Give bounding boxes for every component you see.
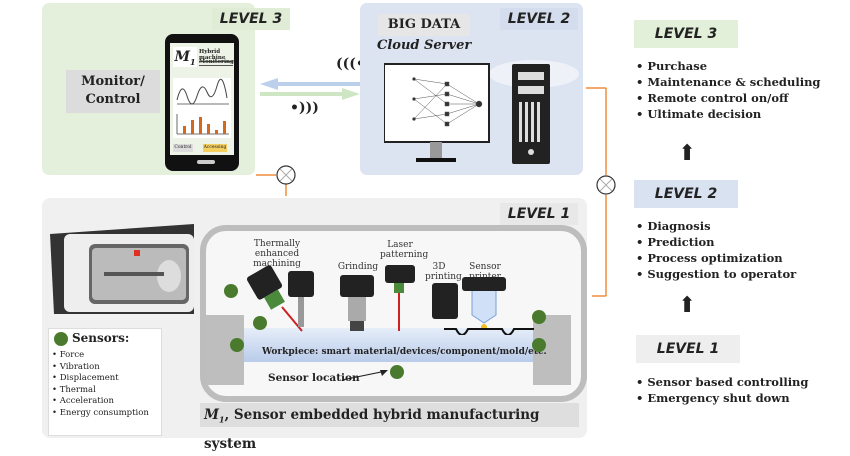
laser-tool [385, 265, 415, 283]
level2-function-item: Process optimization [636, 250, 796, 266]
sensor-type-item: • Force [52, 350, 85, 360]
level3-panel-label: LEVEL 3 [212, 8, 290, 30]
up-arrow-icon: ⬆ [678, 140, 697, 166]
tablet-subtitle-1: Hybrid machine [199, 49, 233, 62]
tablet-charts [173, 78, 231, 138]
cloud-server-label: Cloud Server [377, 38, 472, 53]
process-label: Laser patterning [380, 240, 429, 260]
right-level1-label: LEVEL 1 [636, 335, 740, 363]
wireless-signal-icon: (((• [336, 56, 365, 72]
monitor-icon [384, 63, 490, 143]
process-label: Grinding [337, 262, 379, 272]
level3-function-item: Remote control on/off [636, 90, 820, 106]
right-level2-label: LEVEL 2 [634, 180, 738, 208]
machine-illustration [50, 224, 194, 314]
level2-function-item: Diagnosis [636, 218, 796, 234]
level2-function-item: Prediction [636, 234, 796, 250]
sensor-location-label: Sensor location [268, 372, 360, 384]
server-illustration [384, 60, 579, 164]
process-label: 3D printing [425, 262, 462, 282]
sensors-legend-title: Sensors: [72, 331, 130, 345]
sensor-legend-dot [54, 332, 68, 346]
process-tools [246, 265, 534, 335]
level3-function-item: Maintenance & scheduling [636, 74, 820, 90]
sensor-type-item: • Vibration [52, 361, 100, 372]
level1-function-item: Emergency shut down [636, 390, 808, 406]
monitor-control-label: Monitor/ Control [66, 70, 160, 113]
grinding-tool [340, 275, 374, 297]
tablet-line-chart [176, 78, 228, 105]
tablet-bar [183, 126, 186, 134]
big-data-label: BIG DATA [378, 14, 470, 36]
sensor-type-item: • Energy consumption [52, 407, 149, 418]
level1-panel-label: LEVEL 1 [500, 203, 578, 225]
sensor-type-item: • Thermal [52, 384, 96, 395]
level2-function-item: Suggestion to operator [636, 266, 796, 282]
sensors-legend [48, 328, 162, 436]
process-label: Thermally enhanced machining [253, 239, 301, 269]
level3-function-item: Ultimate decision [636, 106, 820, 122]
sensor-printer-tool [462, 277, 506, 291]
tablet-control-button[interactable]: Control [173, 144, 193, 152]
right-level3-label: LEVEL 3 [634, 20, 738, 48]
sensor-dot [253, 316, 267, 330]
sensor-dot [390, 365, 404, 379]
tablet-bar [191, 120, 194, 134]
tablet-subtitle-2: Monitoring [199, 59, 234, 66]
sensor-type-item: • Displacement [52, 373, 119, 383]
tablet-bar [215, 130, 218, 134]
sensor-location-arrow [341, 370, 388, 381]
3d-printing-tool [432, 283, 458, 319]
summing-junction-icon [596, 175, 616, 195]
level1-function-item: Sensor based controlling [636, 374, 808, 390]
sensor-dot [230, 338, 244, 352]
workpiece [244, 328, 533, 362]
tablet-bar [199, 117, 202, 134]
up-arrow-icon: ⬆ [678, 292, 697, 318]
level2-functions-list: DiagnosisPredictionProcess optimizationS… [636, 218, 796, 282]
neural-network-icon [412, 77, 483, 127]
tablet-machine-symbol: M1 [173, 47, 197, 67]
tablet-bar [207, 124, 210, 134]
level3-function-item: Purchase [636, 58, 820, 74]
tablet-bar [223, 121, 226, 134]
level2-panel-label: LEVEL 2 [500, 8, 578, 30]
tablet-accessing-button[interactable]: Accessing [203, 144, 227, 152]
level3-functions-list: PurchaseMaintenance & schedulingRemote c… [636, 58, 820, 122]
bidirectional-arrow-icon [260, 78, 360, 100]
sensor-type-item: • Acceleration [52, 396, 115, 406]
sensor-dot [224, 284, 238, 298]
sensor-dot [532, 338, 546, 352]
wireless-signal-icon: •))) [290, 100, 319, 116]
machining-tool [288, 271, 314, 297]
level1-functions-list: Sensor based controllingEmergency shut d… [636, 374, 808, 406]
tablet-home-button [197, 160, 215, 164]
sensors-list: • Force• Vibration• Displacement• Therma… [52, 350, 149, 419]
system-caption: M1, Sensor embedded hybrid manufacturing… [200, 403, 579, 452]
workpiece-label: Workpiece: smart material/devices/compon… [262, 347, 547, 357]
sensor-dot [532, 310, 546, 324]
summing-junction-icon [276, 165, 296, 185]
